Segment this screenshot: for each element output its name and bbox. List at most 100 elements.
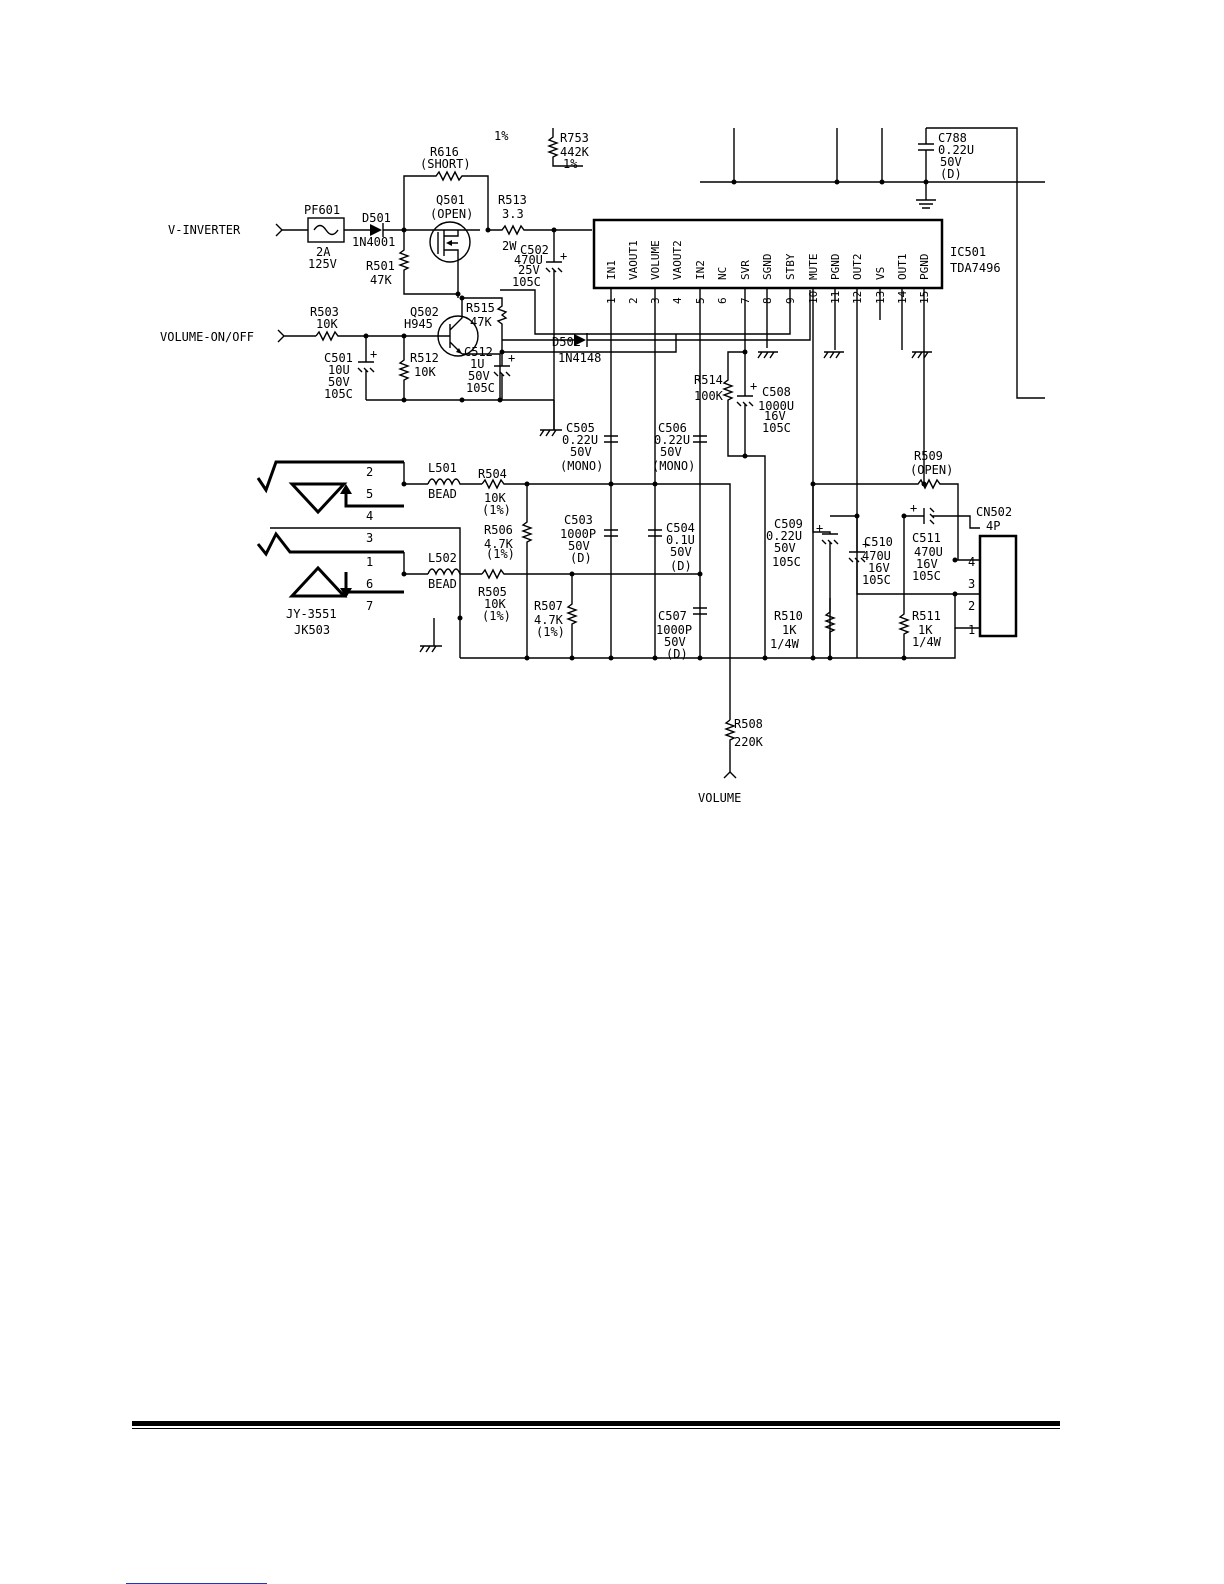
- svg-text:(1%): (1%): [482, 503, 511, 517]
- jk503-jack: [256, 460, 461, 658]
- c504: C504 0.1U 50V (D): [648, 521, 695, 573]
- svg-text:+: +: [508, 351, 515, 365]
- svg-text:Q501: Q501: [436, 193, 465, 207]
- svg-text:4.7K: 4.7K: [484, 537, 514, 551]
- r508: R508 220K: [723, 717, 764, 779]
- svg-text:4P: 4P: [986, 519, 1000, 533]
- svg-text:C510: C510: [864, 535, 893, 549]
- svg-text:D501: D501: [362, 211, 391, 225]
- svg-text:(OPEN): (OPEN): [910, 463, 953, 477]
- ic-pin-name-6: NC: [716, 267, 729, 280]
- svg-text:C788: C788: [938, 131, 967, 145]
- svg-text:10K: 10K: [414, 365, 436, 379]
- svg-text:BEAD: BEAD: [428, 577, 457, 591]
- r514: R514 100K: [694, 351, 766, 658]
- svg-text:25V: 25V: [518, 263, 540, 277]
- svg-text:(1%): (1%): [536, 625, 565, 639]
- ic-pin-name-3: VOLUME: [649, 240, 662, 280]
- svg-text:R511: R511: [912, 609, 941, 623]
- svg-text:Q502: Q502: [410, 305, 439, 319]
- svg-text:C511: C511: [912, 531, 941, 545]
- l502: L502 BEAD: [427, 551, 482, 591]
- svg-text:(OPEN): (OPEN): [430, 207, 473, 221]
- c509: + C509 0.22U 50V 105C: [766, 484, 839, 658]
- svg-text:+: +: [370, 347, 377, 361]
- svg-text:R509: R509: [914, 449, 943, 463]
- r505: R505 10K (1%): [478, 568, 700, 623]
- cn502-pin-1: 1: [968, 623, 975, 637]
- svg-text:D502: D502: [552, 335, 581, 349]
- ic-pin-name-2: VAOUT1: [627, 240, 640, 280]
- pf601-fuse: PF601 2A 125V: [304, 203, 370, 271]
- svg-text:470U: 470U: [862, 549, 891, 563]
- svg-text:(D): (D): [666, 647, 688, 661]
- ic-pin-number-2: 2: [627, 297, 640, 304]
- r753: R753 442K 1%: [547, 128, 590, 171]
- ic-pin-name-4: VAOUT2: [671, 240, 684, 280]
- jack-pin-6: 6: [366, 577, 373, 591]
- svg-text:R506: R506: [484, 523, 513, 537]
- ic-pin-name-12: OUT2: [851, 254, 864, 281]
- svg-text:C504: C504: [666, 521, 695, 535]
- volume-onoff-input: VOLUME-ON/OFF: [160, 329, 316, 344]
- c508: + C508 1000U 16V 105C: [736, 352, 794, 456]
- svg-text:TDA7496: TDA7496: [950, 261, 1001, 275]
- svg-text:0.1U: 0.1U: [666, 533, 695, 547]
- svg-text:105C: 105C: [512, 275, 541, 289]
- svg-text:(1%): (1%): [486, 547, 515, 561]
- svg-text:50V: 50V: [940, 155, 962, 169]
- svg-text:(D): (D): [940, 167, 962, 181]
- jack-pin-4: 4: [366, 509, 373, 523]
- svg-text:50V: 50V: [468, 369, 490, 383]
- svg-text:R513: R513: [498, 193, 527, 207]
- svg-text:R501: R501: [366, 259, 395, 273]
- svg-text:R510: R510: [774, 609, 803, 623]
- volume-line: [611, 483, 731, 720]
- svg-text:3.3: 3.3: [502, 207, 524, 221]
- jack-pin-2: 2: [366, 465, 373, 479]
- svg-text:C512: C512: [464, 345, 493, 359]
- svg-text:R507: R507: [534, 599, 563, 613]
- svg-text:H945: H945: [404, 317, 433, 331]
- l501: L501 BEAD: [427, 461, 482, 501]
- svg-text:1K: 1K: [918, 623, 933, 637]
- c506: C506 0.22U 50V (MONO): [652, 421, 707, 473]
- svg-text:VOLUME-ON/OFF: VOLUME-ON/OFF: [160, 330, 254, 344]
- ic-pin-name-11: PGND: [829, 254, 842, 281]
- svg-text:C505: C505: [566, 421, 595, 435]
- ic501-pins: IN11VAOUT12VOLUME3VAOUT24IN25NC6SVR7SGND…: [605, 240, 931, 304]
- volume-input-label: VOLUME: [698, 791, 741, 805]
- svg-text:+: +: [560, 249, 567, 263]
- svg-text:C509: C509: [774, 517, 803, 531]
- svg-text:0.22U: 0.22U: [654, 433, 690, 447]
- c505-ground: [539, 400, 562, 437]
- svg-text:C502: C502: [520, 243, 549, 257]
- svg-text:(SHORT): (SHORT): [420, 157, 471, 171]
- svg-text:+: +: [862, 537, 869, 551]
- svg-text:C508: C508: [762, 385, 791, 399]
- svg-text:125V: 125V: [308, 257, 337, 271]
- svg-text:1000P: 1000P: [656, 623, 692, 637]
- c788-label: C788 0.22U 50V (D): [938, 131, 974, 181]
- r504: R504 10K (1%): [478, 467, 611, 517]
- svg-text:0.22U: 0.22U: [562, 433, 598, 447]
- top-percent-label: 1%: [494, 129, 509, 143]
- svg-text:(D): (D): [570, 551, 592, 565]
- r511: R511 1K 1/4W: [898, 596, 942, 658]
- svg-text:50V: 50V: [774, 541, 796, 555]
- c503: C503 1000P 50V (D): [560, 513, 618, 565]
- r507: R507 4.7K (1%): [534, 574, 578, 658]
- svg-text:50V: 50V: [664, 635, 686, 649]
- cn502-pin-4: 4: [968, 555, 975, 569]
- svg-text:(D): (D): [670, 559, 692, 573]
- c501: + C501 10U 50V 105C: [324, 336, 377, 401]
- ic-pin-name-9: STBY: [784, 253, 797, 280]
- q501-mosfet: Q501 (OPEN): [429, 193, 473, 298]
- svg-text:R505: R505: [478, 585, 507, 599]
- q502-transistor: Q502 H945: [404, 298, 501, 400]
- svg-text:105C: 105C: [466, 381, 495, 395]
- ic-grounds: [757, 351, 932, 359]
